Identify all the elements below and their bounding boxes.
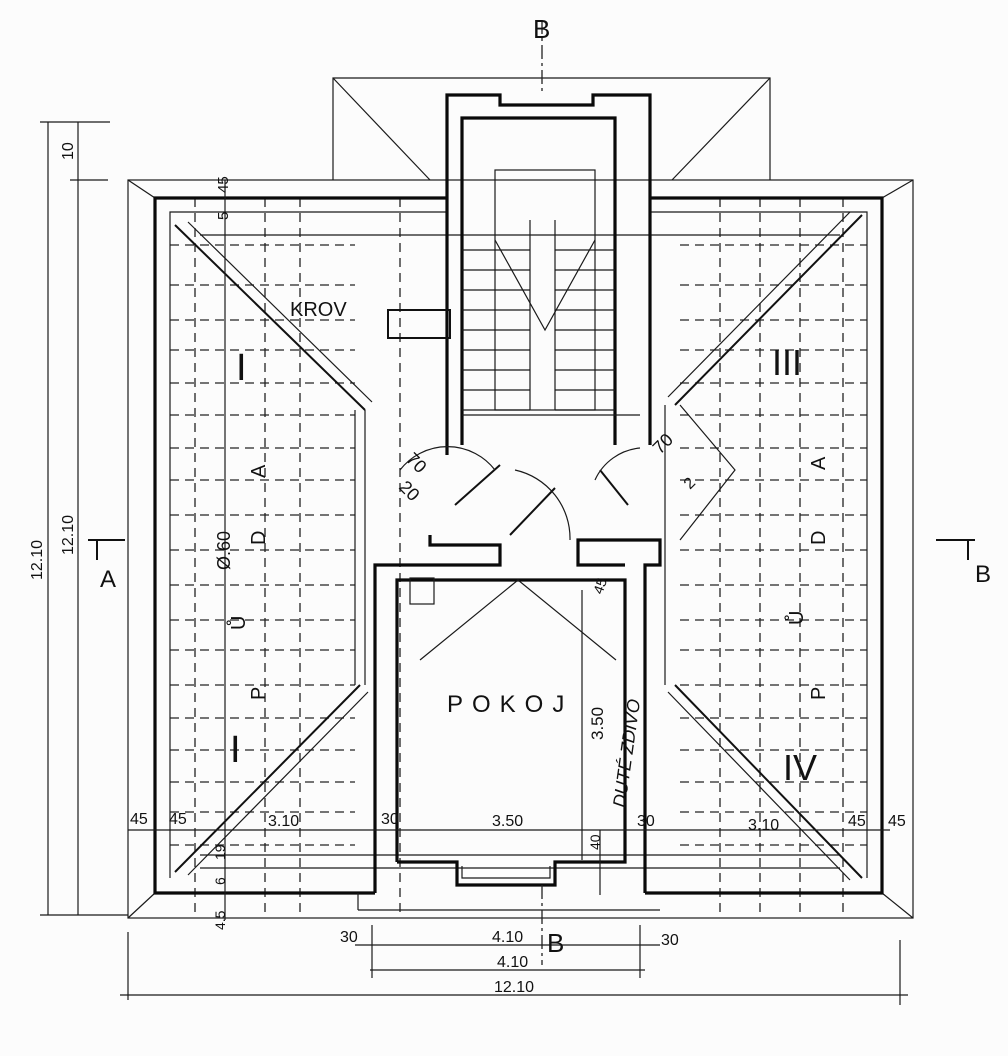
attic-right-u: Ů — [784, 611, 808, 625]
dim-side-19: 19 — [212, 844, 228, 860]
dim-br-310: 3.10 — [748, 817, 779, 834]
door-left-label-a: 70 — [402, 449, 430, 477]
quadrant-iv: IV — [783, 747, 817, 788]
quadrant-i-bottom: I — [230, 729, 241, 771]
room-label: POKOJ — [447, 691, 573, 718]
dim-side-6: 6 — [212, 877, 228, 885]
attic-right-p: P — [808, 687, 830, 700]
dim-overall-1210: 12.10 — [494, 979, 534, 996]
attic-right-d: D — [808, 531, 830, 545]
quadrant-i-top: I — [236, 347, 247, 389]
attic-left-d: D — [248, 531, 270, 545]
dim-lower-410b: 4.10 — [497, 954, 528, 971]
dim-left-inner: 12.10 — [60, 515, 77, 555]
dim-br-45a: 45 — [848, 813, 866, 830]
stair-tower — [387, 93, 652, 455]
dim-lower-30-right: 30 — [661, 932, 679, 949]
room-pokoj — [357, 20, 662, 965]
dim-bm-350: 3.50 — [492, 813, 523, 830]
outer-wall — [153, 196, 884, 895]
dim-bl-45a: 45 — [130, 811, 148, 828]
door-right-label-b: 2 — [681, 474, 699, 492]
dim-side-45: 4.5 — [212, 910, 228, 930]
roof-grid-dashed-lines — [170, 198, 867, 918]
dim-bl-45b: 45 — [169, 811, 187, 828]
dim-bl-30: 30 — [381, 811, 399, 828]
roof-label: KROV — [290, 299, 347, 321]
attic-left-a: A — [248, 464, 270, 478]
section-b-bottom: B — [547, 928, 564, 958]
section-a-left: A — [100, 566, 116, 593]
dim-left-top: 10 — [60, 142, 77, 160]
dim-top-5: 5 — [215, 212, 232, 220]
dim-bl-310: 3.10 — [268, 813, 299, 830]
room-height-dim: 3.50 — [588, 707, 607, 740]
section-markers — [88, 539, 975, 560]
roof-outline — [127, 77, 914, 919]
attic-left-u: Ů — [226, 616, 250, 630]
section-b-right: B — [975, 561, 991, 588]
room-diag-dim: 45 — [590, 576, 610, 596]
dim-left-total: 12.10 — [29, 540, 46, 580]
column-note: Ø.60 — [214, 531, 234, 570]
door-right-label-a: 70 — [649, 430, 677, 458]
dim-top-45: 45 — [215, 176, 232, 193]
stair-treads — [462, 249, 615, 411]
dim-br-45b: 45 — [888, 813, 906, 830]
hollow-wall-label: DUTÉ ZDIVO — [609, 698, 644, 809]
labels: B B A B KROV POKOJ I I III IV P Ů D A Ø.… — [29, 14, 991, 996]
dimension-lines — [40, 121, 908, 1005]
dim-lower-410a: 4.10 — [492, 929, 523, 946]
dim-br-30: 30 — [637, 813, 655, 830]
doors — [399, 446, 641, 541]
dim-lower-30-left: 30 — [340, 929, 358, 946]
attic-left-p: P — [248, 687, 270, 700]
room-40-dim: 40 — [587, 834, 603, 850]
hip-rafters — [174, 211, 863, 881]
quadrant-iii: III — [772, 342, 802, 383]
section-b-top: B — [533, 14, 550, 44]
attic-right-a: A — [808, 456, 830, 470]
